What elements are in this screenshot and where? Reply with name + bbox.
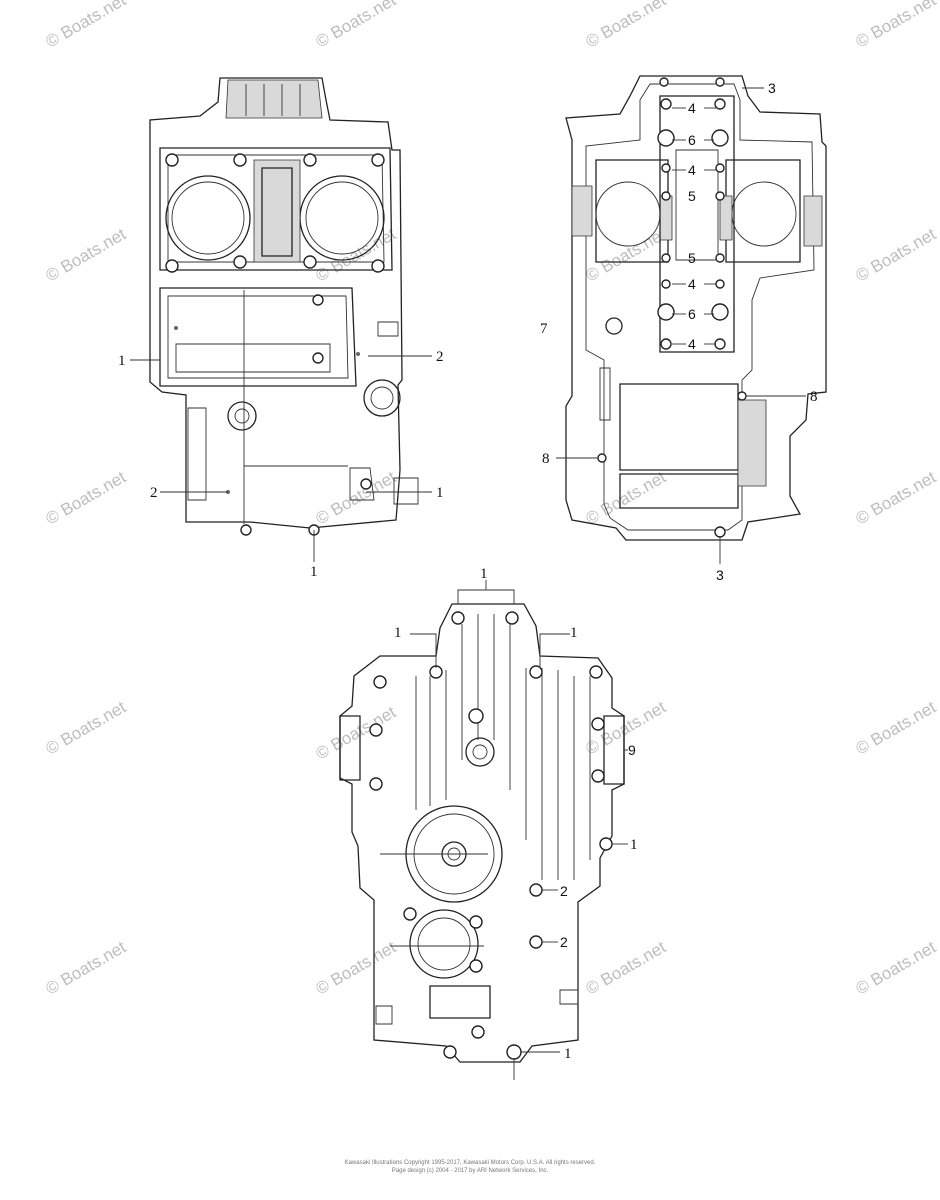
watermark: © Boats.net: [43, 697, 130, 758]
watermark: © Boats.net: [313, 224, 400, 285]
callout-8: 8: [810, 389, 818, 405]
watermark: © Boats.net: [583, 467, 670, 528]
watermark: © Boats.net: [583, 937, 670, 998]
callout-1: 1: [570, 625, 578, 641]
watermark: © Boats.net: [43, 467, 130, 528]
callout-3: 3: [716, 567, 724, 583]
watermark: © Boats.net: [313, 937, 400, 998]
watermark: © Boats.net: [583, 0, 670, 51]
callout-3: 3: [768, 80, 776, 96]
callout-1: 1: [310, 564, 318, 580]
callout-1: 1: [564, 1046, 572, 1062]
callout-6: 6: [688, 132, 696, 148]
crankcase-underside-view: 1 1 1 9 1 2 2 1: [339, 566, 638, 1080]
callout-4: 4: [688, 336, 696, 352]
callout-2: 2: [560, 934, 568, 950]
upper-crankcase-view: 1 2 2 1 1: [118, 77, 444, 580]
callout-5: 5: [688, 250, 696, 266]
callout-2: 2: [560, 883, 568, 899]
watermark: © Boats.net: [853, 697, 940, 758]
callout-6: 6: [688, 306, 696, 322]
callout-1: 1: [394, 625, 402, 641]
callout-7: 7: [540, 321, 548, 337]
watermark: © Boats.net: [853, 467, 940, 528]
callout-9: 9: [628, 742, 636, 758]
callout-2: 2: [150, 485, 158, 501]
watermark: © Boats.net: [853, 937, 940, 998]
watermark: © Boats.net: [853, 0, 940, 51]
watermark: © Boats.net: [43, 937, 130, 998]
watermark: © Boats.net: [43, 224, 130, 285]
watermark: © Boats.net: [313, 467, 400, 528]
watermark: © Boats.net: [313, 0, 400, 51]
lower-crankcase-view: 3 4 6 4 5 5 4 6 4 7 8 8 3: [540, 75, 827, 583]
watermark: © Boats.net: [313, 702, 400, 763]
callout-5: 5: [688, 188, 696, 204]
callout-4: 4: [688, 162, 696, 178]
callout-1: 1: [118, 353, 126, 369]
callout-1: 1: [480, 566, 488, 582]
copyright-line: Kawasaki Illustrations Copyright 1995-20…: [344, 1160, 596, 1166]
watermark: © Boats.net: [853, 224, 940, 285]
watermark: © Boats.net: [43, 0, 130, 51]
callout-8: 8: [542, 451, 550, 467]
callout-4: 4: [688, 276, 696, 292]
page-design-line: Page design (c) 2004 - 2017 by ARI Netwo…: [391, 1168, 549, 1174]
callout-1: 1: [630, 837, 638, 853]
callout-4: 4: [688, 100, 696, 116]
callout-1: 1: [436, 485, 444, 501]
callout-2: 2: [436, 349, 444, 365]
watermarks: © Boats.net © Boats.net © Boats.net © Bo…: [43, 0, 940, 998]
